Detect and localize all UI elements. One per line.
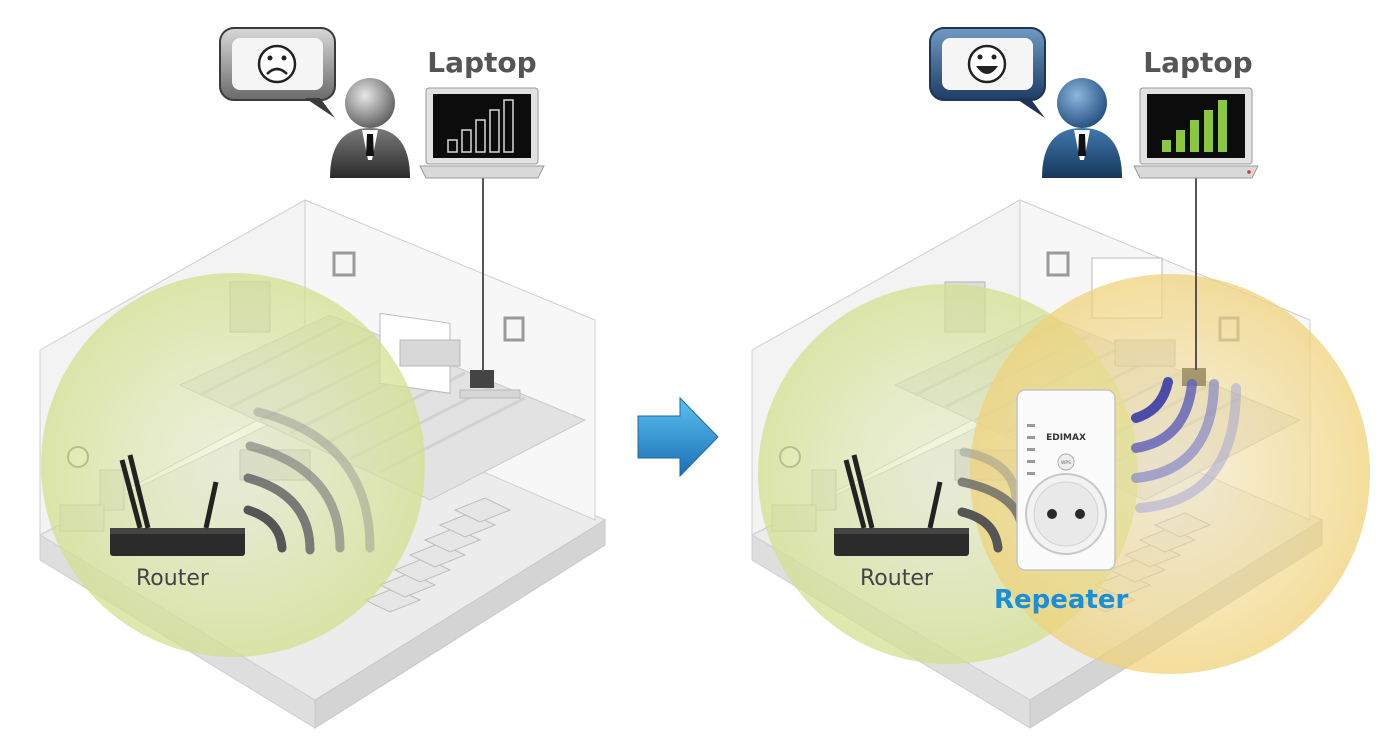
sad-face-icon xyxy=(257,44,297,84)
router-label: Router xyxy=(136,566,210,591)
router-icon xyxy=(834,454,969,556)
wifi-waves-icon xyxy=(243,407,375,555)
svg-text:WPS: WPS xyxy=(1061,460,1071,466)
signal-bar xyxy=(447,139,458,153)
repeater-device-icon: EDIMAX WPS xyxy=(1016,389,1116,571)
signal-bars-icon xyxy=(1162,100,1227,152)
signal-bar xyxy=(1176,130,1185,152)
repeater-brand: EDIMAX xyxy=(1046,433,1086,443)
wps-button xyxy=(1057,453,1075,471)
scene-after: Router EDIMAX WPS Repeater xyxy=(750,27,1370,729)
signal-bars-icon xyxy=(447,99,514,153)
unhappy-user-icon xyxy=(330,78,410,178)
signal-bar xyxy=(489,109,500,153)
signal-bar xyxy=(1204,110,1213,152)
scene-before: Router Laptop xyxy=(38,27,607,729)
repeater-label: Repeater xyxy=(994,585,1129,615)
router-label: Router xyxy=(860,566,934,591)
laptop-icon xyxy=(419,87,545,179)
signal-bar xyxy=(1162,140,1171,152)
speech-bubble xyxy=(929,27,1046,118)
laptop-icon xyxy=(1133,87,1259,179)
signal-bar xyxy=(461,129,472,153)
signal-bar xyxy=(1190,120,1199,152)
signal-bar xyxy=(1218,100,1227,152)
happy-user-icon xyxy=(1042,78,1122,178)
laptop-on-desk-icon xyxy=(470,370,494,388)
laptop-label: Laptop xyxy=(1143,46,1252,79)
arrow-icon xyxy=(637,396,719,478)
happy-face-icon xyxy=(967,44,1007,84)
laptop-label: Laptop xyxy=(427,46,536,79)
speech-bubble xyxy=(219,27,336,118)
router-coverage-area xyxy=(41,273,425,657)
signal-bar xyxy=(503,99,514,153)
repeater-wifi-waves-icon xyxy=(1131,377,1241,513)
signal-bar xyxy=(475,119,486,153)
router-icon xyxy=(110,454,245,556)
